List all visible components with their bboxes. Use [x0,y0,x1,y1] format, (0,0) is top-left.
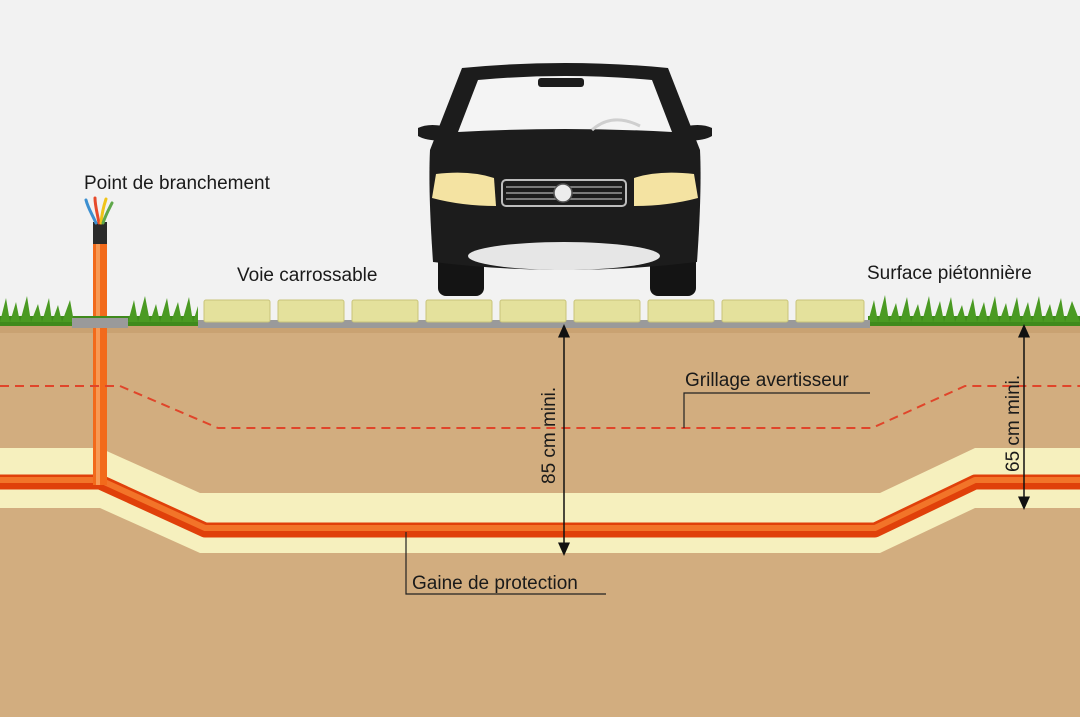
label-depth-road: 85 cm mini. [539,387,560,484]
roadway-pavers [198,299,870,328]
label-roadway: Voie carrossable [237,265,377,286]
label-protective-sheath: Gaine de protection [412,573,578,594]
car-icon [418,63,712,296]
grass-right [868,295,1080,326]
label-depth-pedestrian: 65 cm mini. [1003,375,1024,472]
label-pedestrian-surface: Surface piétonnière [867,263,1032,284]
soil-top-band [0,325,1080,333]
cable-wires-icon [84,196,114,225]
sheath-leader [405,532,606,595]
paver-icon [203,299,271,323]
label-connection-point: Point de branchement [84,173,271,194]
label-warning-mesh: Grillage avertisseur [685,370,849,391]
connection-box [72,318,128,328]
warning-mesh-leader [683,392,870,428]
